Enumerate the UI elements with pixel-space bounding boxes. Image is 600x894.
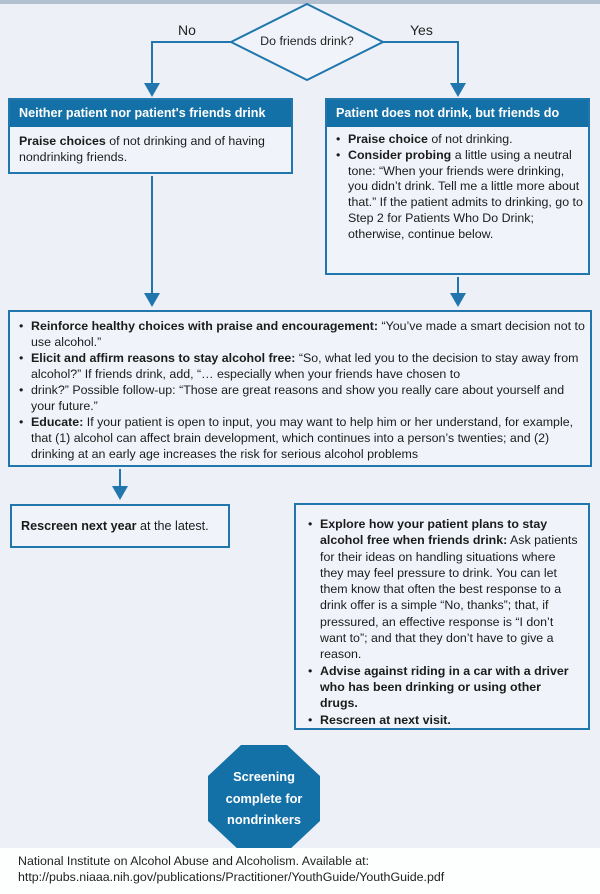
footer-line-1: National Institute on Alcohol Abuse and … <box>18 854 370 868</box>
bullet-item: Elicit and affirm reasons to stay alcoho… <box>18 350 586 382</box>
box-patient-does-not-drink-friends-do: Patient does not drink, but friends do P… <box>325 98 590 275</box>
box-neither-patient-nor-friends-drink: Neither patient nor patient's friends dr… <box>8 98 293 174</box>
box-body-text: Praise choices of not drinking and of ha… <box>10 127 291 169</box>
body-rest: “So, what led you to the decision to sta… <box>31 351 579 381</box>
box-body-bullets: Reinforce healthy choices with praise an… <box>10 312 590 466</box>
bullet-item: Reinforce healthy choices with praise an… <box>18 318 586 350</box>
box-explore-plans-alcohol-free: Explore how your patient plans to stay a… <box>294 503 590 730</box>
connector-yes-branch <box>383 41 459 84</box>
body-rest: Ask patients for their ideas on handling… <box>320 533 578 662</box>
yes-branch-label: Yes <box>410 22 433 38</box>
octagon-line: complete for <box>225 790 303 806</box>
top-border-bar <box>0 0 600 4</box>
connector-no-branch <box>151 41 231 84</box>
bullet-item: Consider probing a little using a neutra… <box>335 148 583 243</box>
bold-lead: Rescreen at next visit. <box>320 712 451 727</box>
bold-lead: Elicit and affirm reasons to stay alcoho… <box>31 351 296 365</box>
body-rest: “You’ve made a smart decision not to use… <box>31 319 585 349</box>
box-reinforce-healthy-choices: Reinforce healthy choices with praise an… <box>8 310 592 467</box>
bullet-item: Rescreen at next visit. <box>307 712 581 729</box>
box-rescreen-next-year: Rescreen next year at the latest. <box>10 504 230 548</box>
bullet-item: drink?” Possible follow-up: “Those are g… <box>18 382 586 414</box>
no-branch-label: No <box>178 22 196 38</box>
box-body-text: Rescreen next year at the latest. <box>12 518 213 534</box>
bold-lead: Educate: <box>31 415 84 429</box>
bold-lead: Consider probing <box>348 147 452 162</box>
body-rest: a little using a neutral tone: “When you… <box>348 147 583 241</box>
footer-line-2: http://pubs.niaaa.nih.gov/publications/P… <box>18 869 445 884</box>
arrowhead-no-branch <box>144 83 160 97</box>
bullet-item: Explore how your patient plans to stay a… <box>307 516 581 663</box>
arrowhead-yes-branch <box>450 83 466 97</box>
body-rest: of not drinking and of having nondrinkin… <box>19 134 265 164</box>
body-rest: If your patient is open to input, you ma… <box>31 415 574 461</box>
body-rest: of not drinking. <box>427 132 513 146</box>
bold-lead: Praise choice <box>348 132 428 146</box>
box-body-bullets: Praise choice of not drinking. Consider … <box>327 127 588 247</box>
box-header: Patient does not drink, but friends do <box>327 100 588 127</box>
decision-question-label: Do friends drink? <box>260 34 354 48</box>
bullet-item: Praise choice of not drinking. <box>335 132 583 148</box>
bold-lead: Rescreen next year <box>21 519 137 533</box>
arrowhead-middle-to-rescreen <box>112 486 128 500</box>
footer: National Institute on Alcohol Abuse and … <box>0 848 600 894</box>
arrowhead-right-to-middle <box>450 293 466 307</box>
footer-source-text: National Institute on Alcohol Abuse and … <box>18 854 444 886</box>
octagon-line: nondrinkers <box>227 812 301 828</box>
bold-lead: Reinforce healthy choices with praise an… <box>31 319 379 333</box>
box-body-bullets: Explore how your patient plans to stay a… <box>296 505 588 732</box>
bullet-item: Educate: If your patient is open to inpu… <box>18 414 586 462</box>
box-header: Neither patient nor patient's friends dr… <box>10 100 291 127</box>
arrowhead-left-to-middle <box>144 293 160 307</box>
bold-lead: Praise choices <box>19 134 106 148</box>
bullet-item: Advise against riding in a car with a dr… <box>307 663 581 712</box>
body-rest: at the latest. <box>136 519 209 533</box>
octagon-line: Screening <box>233 769 295 785</box>
bold-lead: Advise against riding in a car with a dr… <box>320 663 569 711</box>
bold-lead: Explore how your patient plans to stay a… <box>320 517 548 548</box>
body-rest: drink?” Possible follow-up: “Those are g… <box>31 383 565 413</box>
screening-complete-label: Screening complete for nondrinkers <box>208 745 320 852</box>
